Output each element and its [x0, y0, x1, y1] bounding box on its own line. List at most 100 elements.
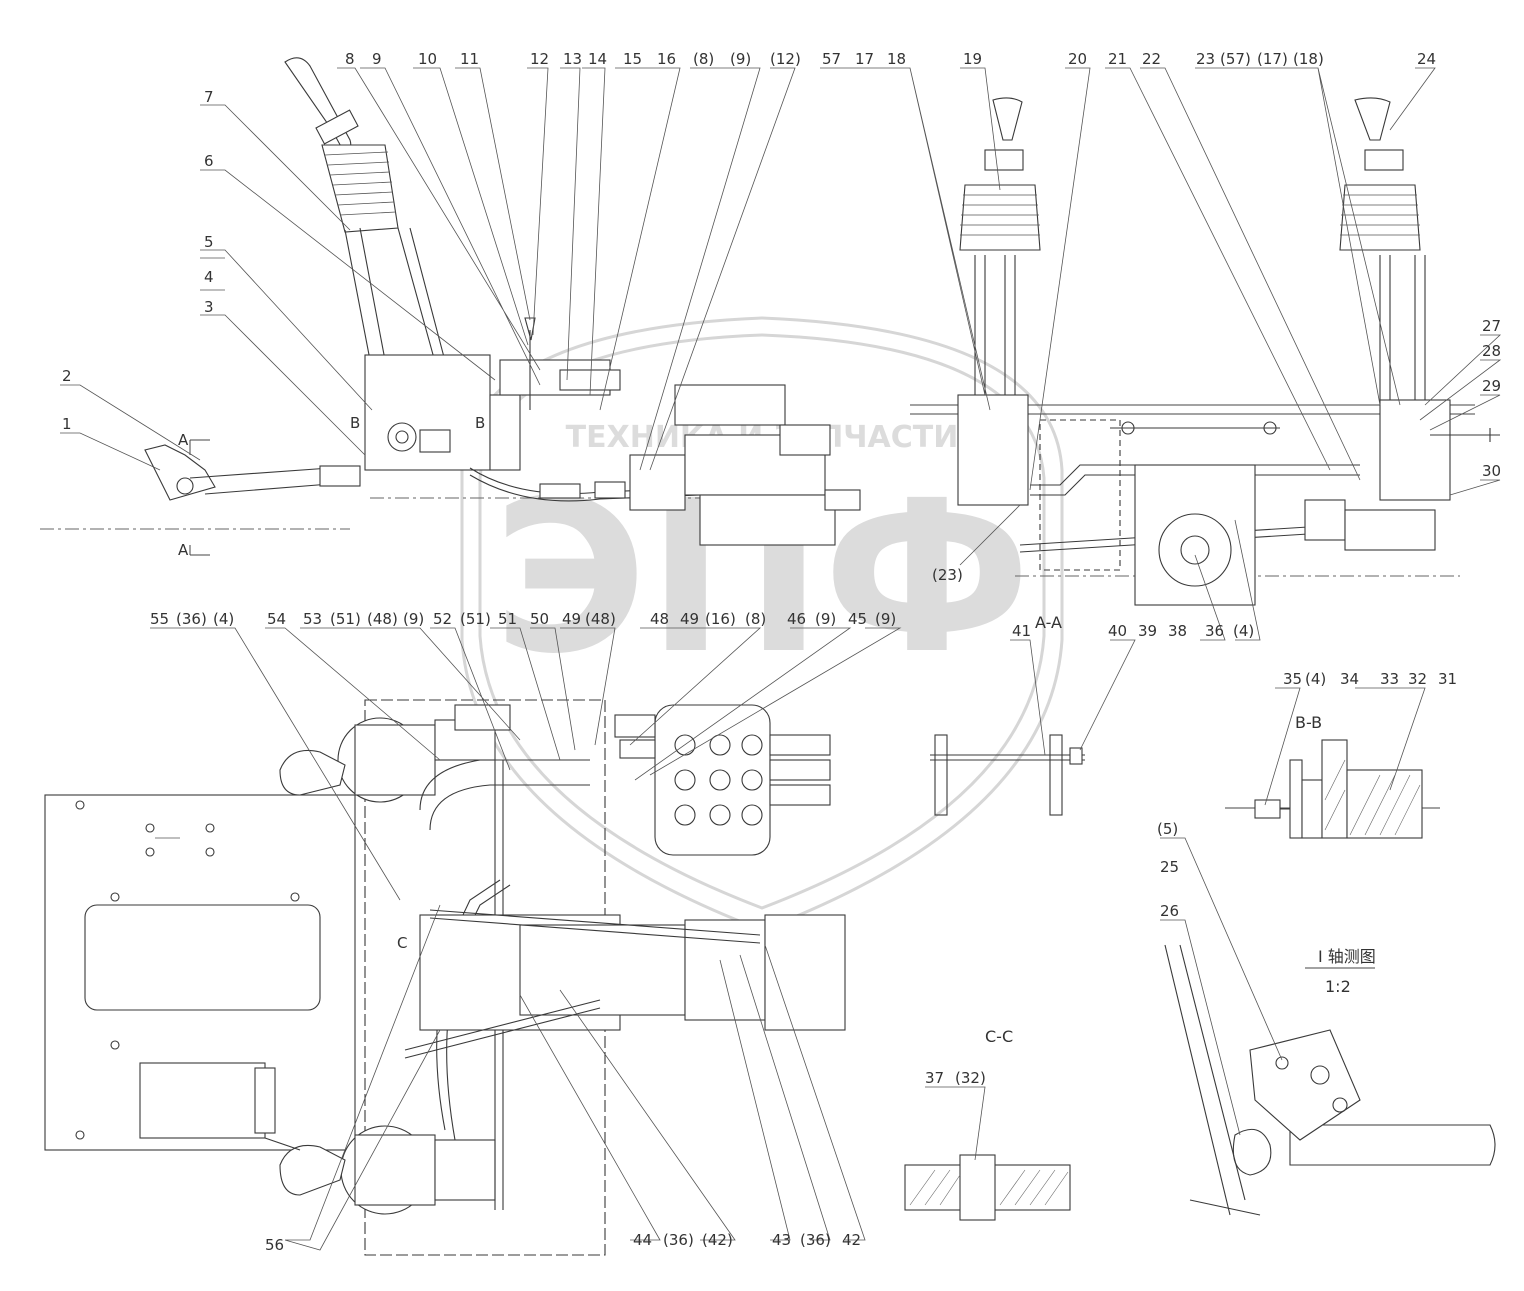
callout-33: 33 — [1380, 670, 1399, 688]
callout-12: 12 — [530, 50, 549, 68]
callout-9p-c: (9) — [875, 610, 896, 628]
isometric-view — [1164, 944, 1496, 1216]
lever-19 — [957, 97, 1041, 506]
section-bb-view — [1225, 739, 1440, 839]
callout-4p-a: (4) — [213, 610, 234, 628]
misc-callouts: (23) 36 (4) 41 40 39 38 A A B B C (5) 25… — [155, 414, 1254, 1254]
callout-9p-b: (9) — [815, 610, 836, 628]
callout-15: 15 — [623, 50, 642, 68]
callout-51: 51 — [498, 610, 517, 628]
callout-14: 14 — [588, 50, 607, 68]
callout-29: 29 — [1482, 377, 1501, 395]
top-view — [40, 57, 1500, 606]
callout-4p: (4) — [1233, 622, 1254, 640]
section-aa-view — [930, 734, 1085, 816]
lever-24 — [1339, 97, 1451, 501]
callout-45: 45 — [848, 610, 867, 628]
iso-view-title: Ⅰ 轴测图 — [1318, 947, 1376, 966]
callout-9p: (9) — [730, 50, 751, 68]
callout-2: 2 — [62, 367, 72, 385]
callout-5: 5 — [204, 233, 214, 251]
callout-52: 52 — [433, 610, 452, 628]
callout-18p: (18) — [1293, 50, 1324, 68]
callout-17: 17 — [855, 50, 874, 68]
callout-27: 27 — [1482, 317, 1501, 335]
left-callouts: 7 6 5 4 3 2 1 — [62, 88, 225, 433]
callout-22: 22 — [1142, 50, 1161, 68]
callout-44: 44 — [633, 1231, 652, 1249]
callout-23: 23 — [1196, 50, 1215, 68]
callout-20: 20 — [1068, 50, 1087, 68]
callout-50: 50 — [530, 610, 549, 628]
callout-41: 41 — [1012, 622, 1031, 640]
callout-53: 53 — [303, 610, 322, 628]
plan-view — [44, 699, 846, 1256]
section-cc-title: C-C — [985, 1027, 1013, 1046]
section-a-top: A — [178, 431, 189, 449]
callout-26: 26 — [1160, 902, 1179, 920]
callout-46: 46 — [787, 610, 806, 628]
section-titles: A-A B-B C-C Ⅰ 轴测图 1:2 — [985, 613, 1376, 1046]
callout-1: 1 — [62, 415, 72, 433]
callout-8p: (8) — [693, 50, 714, 68]
callout-57: 57 — [822, 50, 841, 68]
callout-28: 28 — [1482, 342, 1501, 360]
callout-31: 31 — [1438, 670, 1457, 688]
callout-51p-a: (51) — [330, 610, 361, 628]
callout-48p-b: (48) — [585, 610, 616, 628]
callout-8: 8 — [345, 50, 355, 68]
bb-callouts: 35 (4) 34 33 32 31 — [1283, 670, 1457, 688]
callout-13: 13 — [563, 50, 582, 68]
callout-35: 35 — [1283, 670, 1302, 688]
callout-19: 19 — [963, 50, 982, 68]
callout-30: 30 — [1482, 462, 1501, 480]
section-b-right: B — [475, 414, 485, 432]
callout-3: 3 — [204, 298, 214, 316]
callout-39: 39 — [1138, 622, 1157, 640]
callout-42: 42 — [842, 1231, 861, 1249]
callout-32p: (32) — [955, 1069, 986, 1087]
callout-8p-b: (8) — [745, 610, 766, 628]
top-callouts: 8 9 10 11 12 13 14 15 16 (8) (9) (12) 57… — [345, 50, 1436, 68]
section-a-bottom: A — [178, 541, 189, 559]
section-aa-title: A-A — [1035, 613, 1062, 632]
callout-11: 11 — [460, 50, 479, 68]
callout-49b: 49 — [680, 610, 699, 628]
callout-43: 43 — [772, 1231, 791, 1249]
callout-38: 38 — [1168, 622, 1187, 640]
callout-54: 54 — [267, 610, 286, 628]
callout-4: 4 — [204, 268, 214, 286]
callout-48p-a: (48) — [367, 610, 398, 628]
right-callouts: 27 28 29 30 — [1482, 317, 1501, 480]
section-bb-title: B-B — [1295, 713, 1322, 732]
lever-bellows — [321, 144, 399, 233]
callout-23p: (23) — [932, 566, 963, 584]
callout-17p: (17) — [1257, 50, 1288, 68]
callout-57p: (57) — [1220, 50, 1251, 68]
callout-40: 40 — [1108, 622, 1127, 640]
callout-12p: (12) — [770, 50, 801, 68]
callout-51p-b: (51) — [460, 610, 491, 628]
section-a-markers — [189, 439, 210, 556]
callout-21: 21 — [1108, 50, 1127, 68]
callout-4p-b: (4) — [1305, 670, 1326, 688]
callout-42p: (42) — [702, 1231, 733, 1249]
callout-48: 48 — [650, 610, 669, 628]
callout-16p: (16) — [705, 610, 736, 628]
bottom-callouts: 44 (36) (42) 43 (36) 42 — [633, 1231, 861, 1249]
callout-49: 49 — [562, 610, 581, 628]
callout-10: 10 — [418, 50, 437, 68]
callout-55: 55 — [150, 610, 169, 628]
callout-16: 16 — [657, 50, 676, 68]
leader-lines — [60, 67, 1502, 1251]
iso-view-scale: 1:2 — [1325, 977, 1351, 996]
callout-36p-a: (36) — [176, 610, 207, 628]
callout-18: 18 — [887, 50, 906, 68]
mid-callouts: 55 (36) (4) 54 53 (51) (48) (9) 52 (51) … — [150, 610, 896, 628]
callout-34: 34 — [1340, 670, 1359, 688]
callout-9: 9 — [372, 50, 382, 68]
callout-25: 25 — [1160, 858, 1179, 876]
callout-7: 7 — [204, 88, 214, 106]
callout-56: 56 — [265, 1236, 284, 1254]
